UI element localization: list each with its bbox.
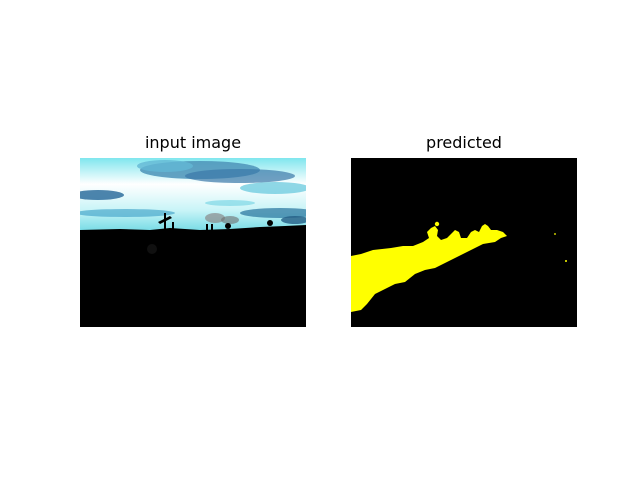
ground <box>80 225 306 327</box>
horizon-silhouettes <box>158 213 273 231</box>
mask-speck <box>565 260 567 262</box>
predicted-mask <box>351 158 577 327</box>
predicted-title: predicted <box>426 133 502 152</box>
input-image-panel <box>80 158 306 327</box>
predicted-panel <box>351 158 577 327</box>
mask-region <box>351 224 507 312</box>
mask-blob <box>434 221 440 227</box>
input-image-photo <box>80 158 306 327</box>
dark-object <box>147 244 157 254</box>
clouds <box>80 160 306 224</box>
mask-speck <box>554 233 556 235</box>
input-image-title: input image <box>144 133 242 152</box>
